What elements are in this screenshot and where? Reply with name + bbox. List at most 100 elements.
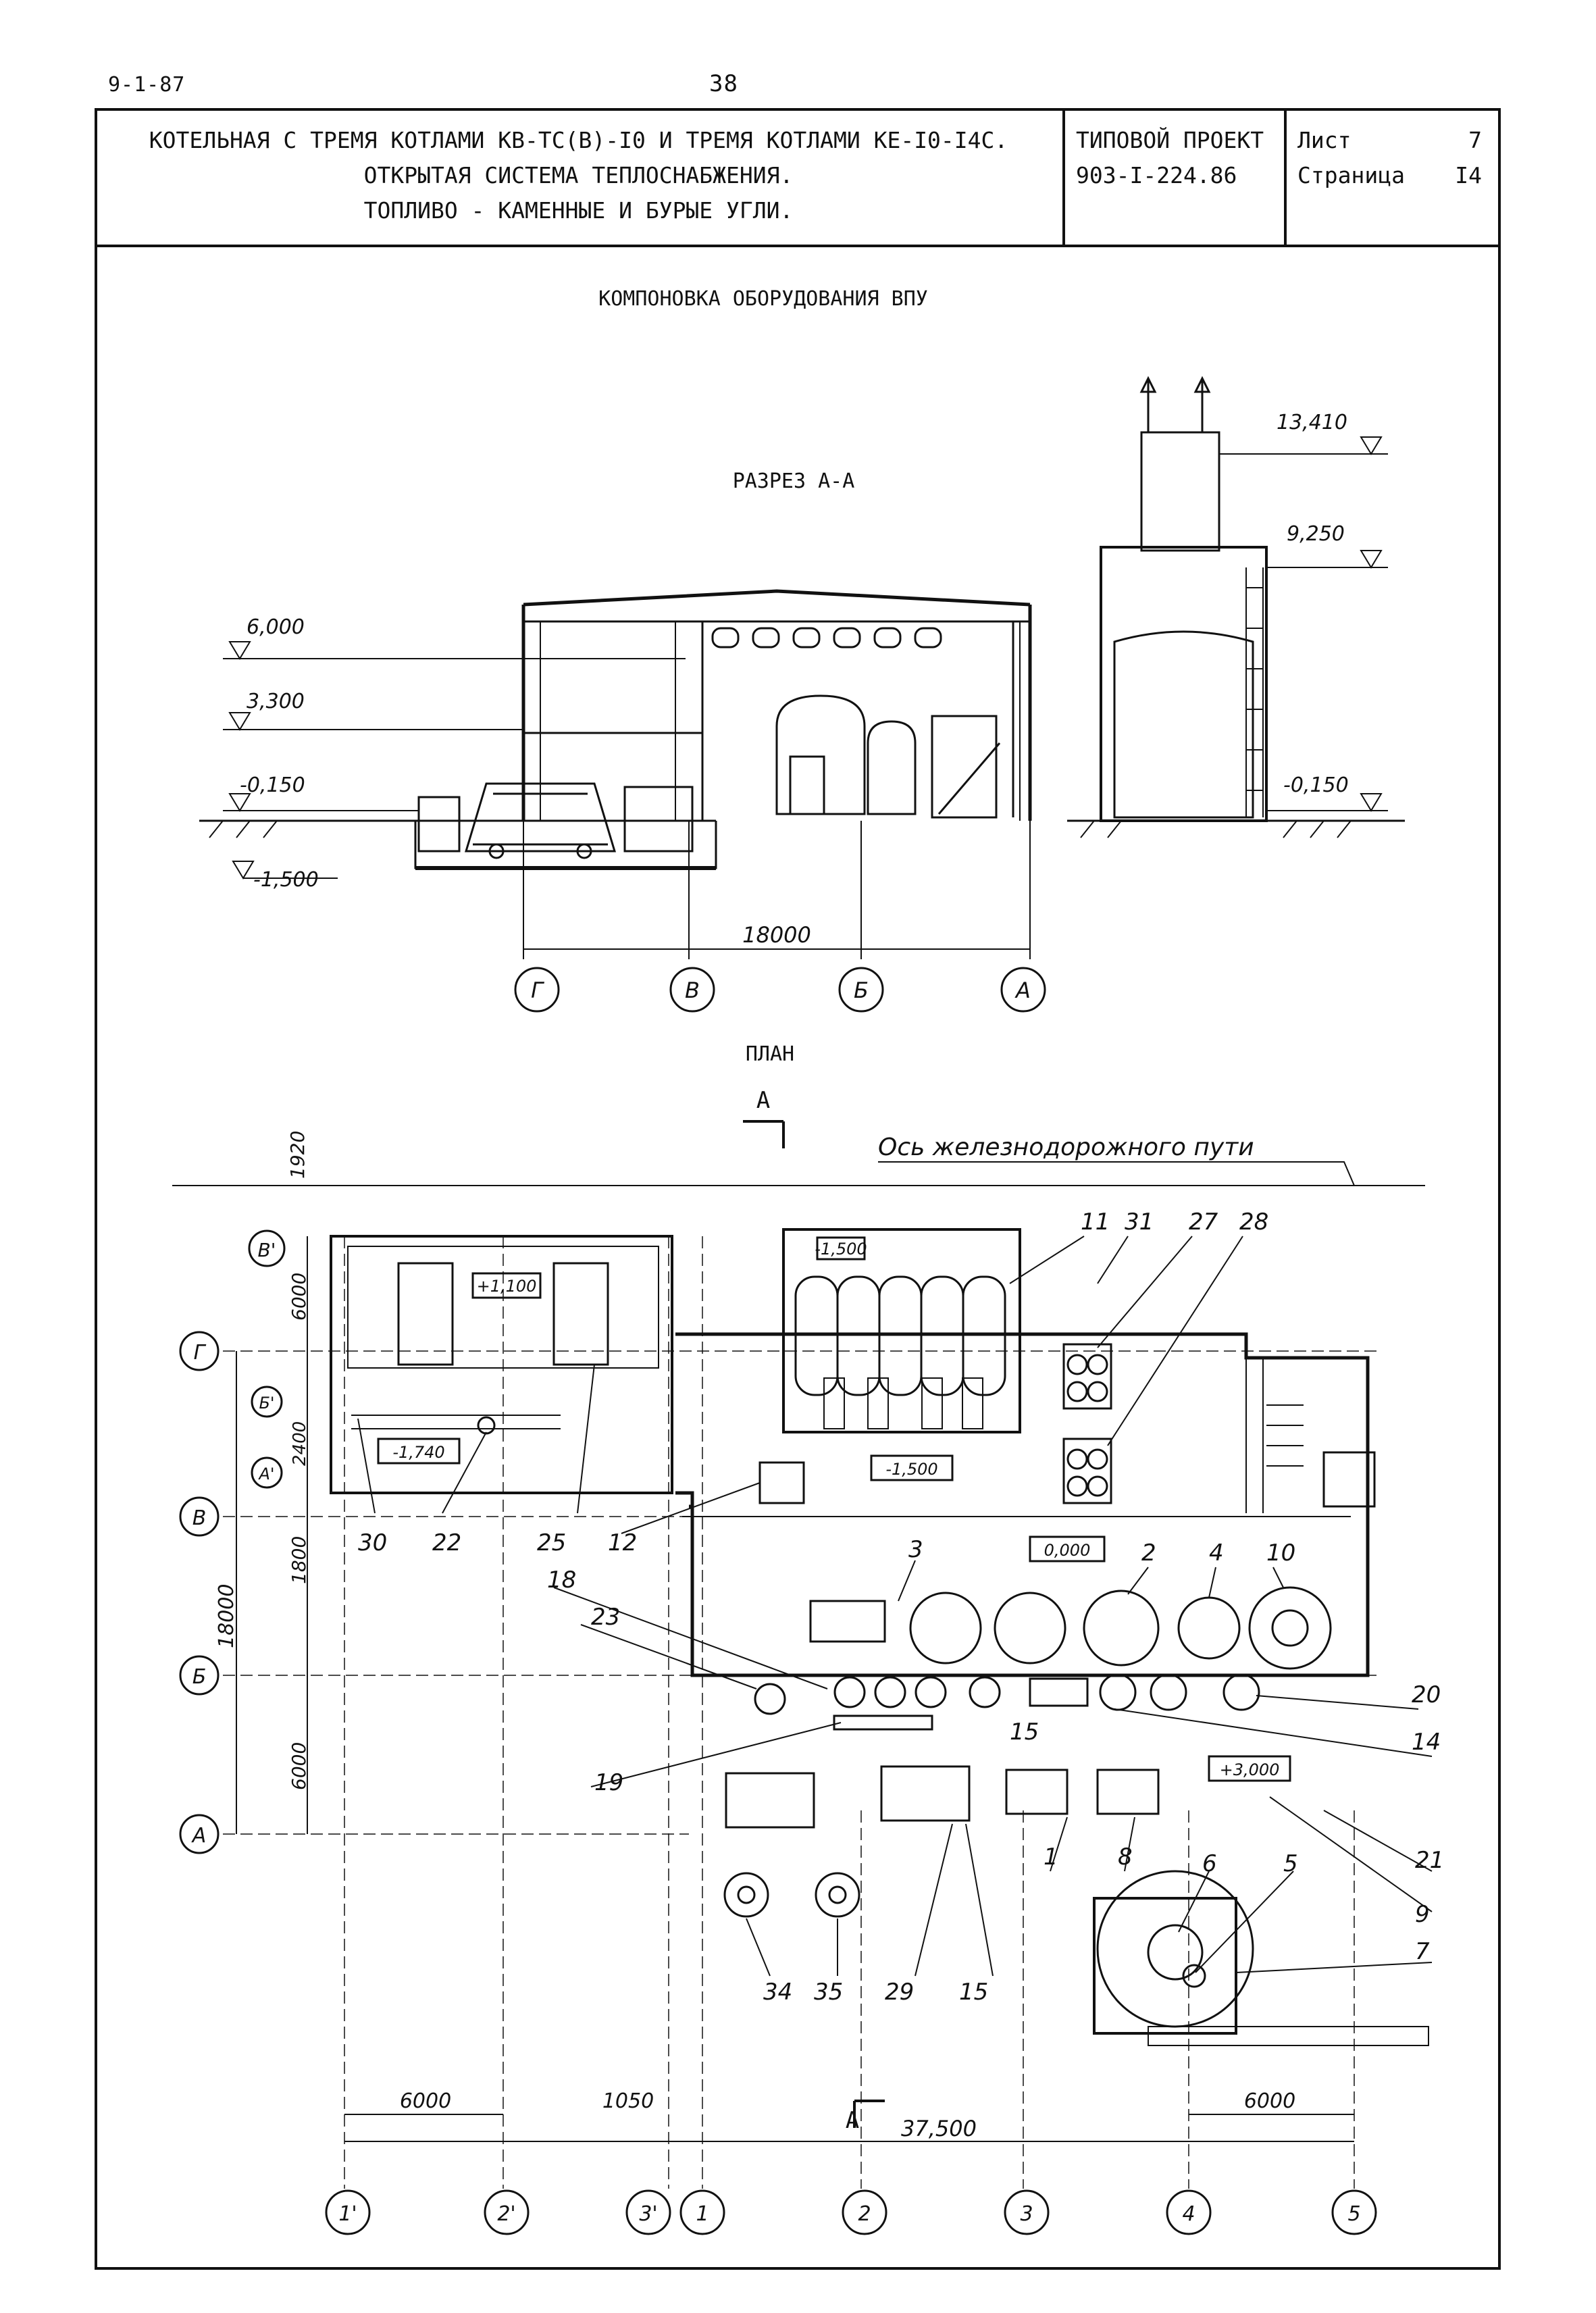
title-block: КОТЕЛЬНАЯ С ТРЕМЯ КОТЛАМИ КВ-ТС(В)-I0 И … bbox=[95, 108, 1501, 247]
row-label-v: В bbox=[192, 1506, 207, 1530]
basement-tanks bbox=[782, 1228, 1021, 1433]
left-equipment bbox=[417, 796, 461, 853]
elev-3300: 3,300 bbox=[247, 690, 305, 713]
callout-7: 7 bbox=[1415, 1938, 1430, 1965]
unit-3 bbox=[809, 1600, 886, 1643]
vent-pipes bbox=[1139, 376, 1211, 432]
page-label: Страница bbox=[1297, 162, 1405, 188]
main-title: КОМПОНОВКА ОБОРУДОВАНИЯ ВПУ bbox=[598, 287, 928, 311]
col-1p: 1' bbox=[338, 2202, 357, 2226]
callout-21: 21 bbox=[1415, 1847, 1444, 1874]
axis-a: А bbox=[1014, 977, 1031, 1003]
title-line-2: ОТКРЫТАЯ СИСТЕМА ТЕПЛОСНАБЖЕНИЯ. bbox=[363, 162, 794, 188]
callout-31: 31 bbox=[1125, 1209, 1154, 1236]
page-number: 38 bbox=[709, 70, 738, 97]
callout-35: 35 bbox=[814, 1979, 843, 2006]
pump-row bbox=[833, 1673, 1260, 1711]
project-cell: ТИПОВОЙ ПРОЕКТ 903-I-224.86 bbox=[1065, 108, 1287, 245]
railway-label: Ось железнодорожного пути bbox=[878, 1134, 1254, 1161]
dim-2400: 2400 bbox=[290, 1421, 310, 1466]
pit-equipment bbox=[623, 786, 694, 853]
elevation-markers-right bbox=[1219, 436, 1388, 812]
col-5: 5 bbox=[1347, 2202, 1360, 2226]
callout-19: 19 bbox=[594, 1769, 623, 1796]
callout-5: 5 bbox=[1283, 1850, 1298, 1877]
project-label: ТИПОВОЙ ПРОЕКТ bbox=[1076, 127, 1264, 153]
elev-6000: 6,000 bbox=[247, 615, 305, 639]
callout-11: 11 bbox=[1081, 1209, 1110, 1236]
callout-18: 18 bbox=[547, 1567, 576, 1594]
truss-openings bbox=[711, 627, 942, 649]
row-label-v1: В' bbox=[258, 1239, 276, 1261]
main-building-wall bbox=[675, 1332, 1370, 1677]
dim-1050: 1050 bbox=[602, 2089, 654, 2113]
col-2p: 2' bbox=[497, 2202, 515, 2226]
unit-1 bbox=[1005, 1769, 1069, 1815]
callout-28: 28 bbox=[1239, 1209, 1268, 1236]
elev-m0150-right: -0,150 bbox=[1283, 773, 1349, 797]
level-p1100: +1,100 bbox=[477, 1277, 537, 1296]
col-4: 4 bbox=[1182, 2202, 1195, 2226]
callout-20: 20 bbox=[1412, 1681, 1441, 1708]
col-1: 1 bbox=[696, 2202, 709, 2226]
level-0000: 0,000 bbox=[1044, 1541, 1091, 1560]
tank-34 bbox=[723, 1872, 769, 1918]
cut-mark-bottom bbox=[853, 2100, 885, 2128]
tank-35 bbox=[815, 1872, 860, 1918]
sheet-value: 7 bbox=[1468, 127, 1482, 153]
stair-right bbox=[1266, 1404, 1304, 1467]
dim-6000-bottom: 6000 bbox=[288, 1742, 310, 1790]
wagon-b bbox=[552, 1262, 609, 1366]
plan-grid bbox=[223, 1236, 1378, 2189]
row-label-g: Г bbox=[194, 1341, 207, 1365]
callout-23: 23 bbox=[591, 1604, 620, 1631]
left-dim-lines bbox=[236, 1236, 308, 1834]
dim-18000: 18000 bbox=[215, 1584, 238, 1648]
drawing-frame bbox=[95, 108, 1501, 2270]
wagon-a bbox=[397, 1262, 454, 1366]
page-value: I4 bbox=[1455, 162, 1482, 188]
plan-title: ПЛАН bbox=[746, 1042, 794, 1066]
filters-27 bbox=[1062, 1343, 1112, 1410]
callout-12: 12 bbox=[608, 1529, 637, 1556]
level-m1740: -1,740 bbox=[392, 1443, 444, 1462]
document-code: 9-1-87 bbox=[108, 73, 186, 97]
unit-8 bbox=[1096, 1769, 1160, 1815]
elev-m0150-left: -0,150 bbox=[240, 773, 305, 797]
tower-tank bbox=[1113, 630, 1254, 819]
tower-ladder bbox=[1245, 567, 1264, 817]
callout-22: 22 bbox=[432, 1529, 461, 1556]
callout-4: 4 bbox=[1209, 1540, 1224, 1567]
walkway bbox=[1148, 2026, 1429, 2046]
unit-34-35 bbox=[725, 1772, 815, 1829]
columns bbox=[523, 605, 1021, 821]
dim-6000-top: 6000 bbox=[288, 1273, 310, 1321]
callout-14: 14 bbox=[1412, 1729, 1441, 1756]
title-line-1: КОТЕЛЬНАЯ С ТРЕМЯ КОТЛАМИ КВ-ТС(В)-I0 И … bbox=[149, 127, 1008, 153]
pump-12 bbox=[758, 1461, 805, 1504]
callout-34: 34 bbox=[763, 1979, 792, 2006]
unloading-area bbox=[330, 1235, 673, 1494]
dim-37500: 37,500 bbox=[901, 2116, 977, 2141]
row-label-b: Б bbox=[192, 1665, 207, 1689]
axis-b: Б bbox=[854, 977, 869, 1003]
callout-25: 25 bbox=[537, 1529, 566, 1556]
ground-hatch bbox=[209, 820, 1352, 838]
column-bubbles bbox=[325, 2189, 1377, 2235]
callout-8: 8 bbox=[1118, 1844, 1133, 1871]
callout-6: 6 bbox=[1202, 1850, 1217, 1877]
callout-29: 29 bbox=[885, 1979, 914, 2006]
callout-30: 30 bbox=[358, 1529, 387, 1556]
callout-3: 3 bbox=[908, 1536, 923, 1563]
tower-body bbox=[1100, 546, 1268, 822]
section-a-a: 6,000 3,300 -0,150 -1,500 13,410 9,250 -… bbox=[199, 376, 1405, 1013]
level-m1500-top: -1,500 bbox=[815, 1240, 867, 1259]
callout-leaders bbox=[357, 1236, 1433, 1977]
callout-2: 2 bbox=[1141, 1540, 1156, 1567]
level-m1500-mid: -1,500 bbox=[885, 1460, 937, 1479]
callout-15-bottom: 15 bbox=[959, 1979, 988, 2006]
dim-6000-right: 6000 bbox=[1244, 2089, 1295, 2113]
row-bubbles bbox=[179, 1229, 286, 1854]
